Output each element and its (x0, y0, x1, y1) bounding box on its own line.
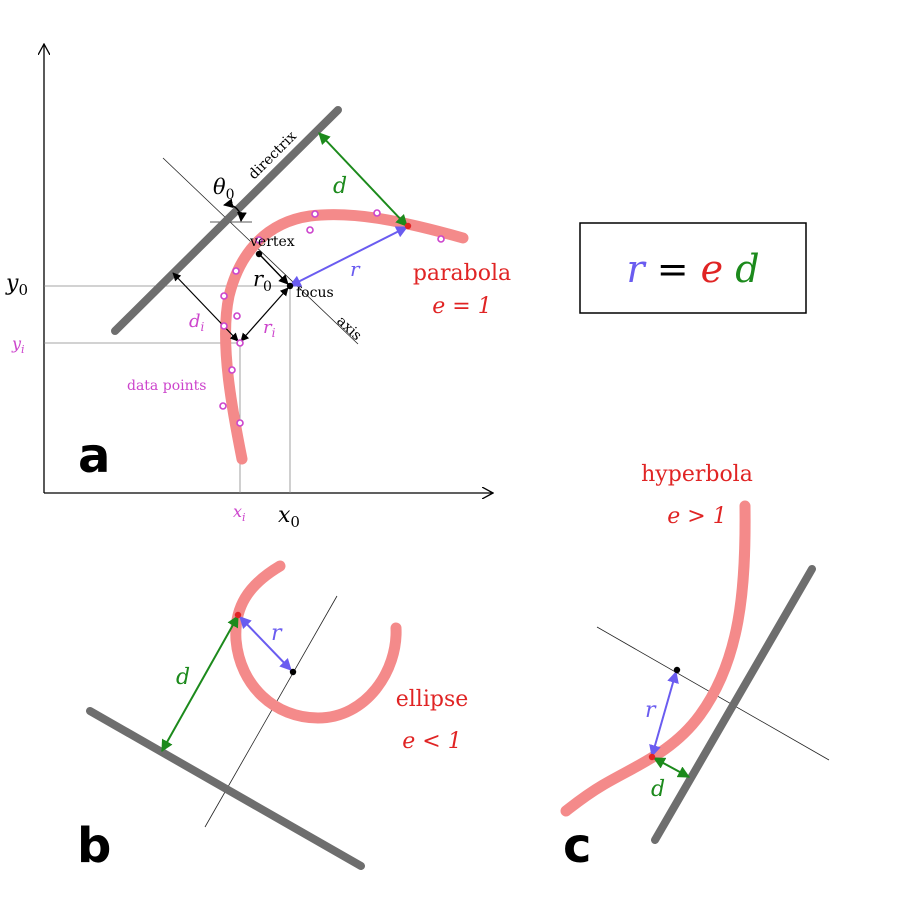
ri-arrow (240, 287, 289, 342)
panel-label-a: a (78, 428, 110, 484)
parabola-eccentricity: e = 1 (432, 294, 491, 319)
data-point (236, 339, 244, 347)
ellipse-label: ellipse (396, 687, 469, 712)
panel-label-c: c (563, 818, 591, 874)
data-point (437, 235, 445, 243)
ellipse-d-arrow (161, 614, 239, 753)
yi-label: yi (11, 334, 25, 356)
xi-label: xi (233, 502, 246, 524)
data-point (220, 322, 228, 330)
curve-point (404, 222, 412, 230)
focus-label: focus (296, 285, 334, 301)
data-point (228, 366, 236, 374)
hyperbola-d-arrow (652, 757, 691, 778)
r0-arrow (260, 255, 289, 285)
di-label: di (189, 311, 205, 334)
focus-point (286, 282, 294, 290)
formula-frame (579, 222, 807, 314)
vertex-point (255, 250, 263, 258)
ellipse-d-label: d (176, 665, 190, 690)
hyperbola-eccentricity: e > 1 (667, 504, 726, 529)
ellipse-focus (289, 668, 297, 676)
ri-label: ri (263, 317, 276, 340)
ellipse-eccentricity: e < 1 (402, 729, 461, 754)
data-point (219, 402, 227, 410)
hyperbola-label: hyperbola (641, 462, 753, 487)
hyperbola-focus (673, 666, 681, 674)
panel-a: a x0 y0 xi yi θ0 directrix vertex focus … (5, 44, 511, 531)
symmetry-axis (162, 157, 359, 345)
panel-label-b: b (77, 818, 111, 874)
formula-box: r = e d (579, 222, 807, 314)
r-label: r (350, 257, 361, 281)
data-point (233, 312, 241, 320)
ellipse-curve-point (234, 611, 242, 619)
data-point (236, 419, 244, 427)
ellipse-r-arrow (239, 616, 292, 671)
data-point (232, 267, 240, 275)
r0-label: r0 (253, 267, 272, 295)
hyperbola-d-label: d (651, 777, 665, 802)
theta0-label: θ0 (213, 175, 235, 203)
data-point (311, 210, 319, 218)
hyperbola-r-label: r (645, 698, 657, 723)
panel-b: r d ellipse e < 1 b (77, 560, 469, 874)
data-point (220, 292, 228, 300)
panel-c: r d hyperbola e > 1 c (560, 462, 830, 874)
ellipse-directrix (86, 707, 365, 870)
data-points-label: data points (127, 378, 206, 394)
di-arrow (172, 272, 239, 342)
data-point (255, 236, 263, 244)
y0-label: y0 (5, 271, 28, 299)
formula-text: r = e d (626, 247, 759, 291)
x0-label: x0 (278, 503, 300, 531)
d-label: d (333, 174, 347, 199)
hyperbola-r-arrow (649, 670, 679, 758)
theta-arc (223, 198, 247, 222)
data-points (219, 209, 445, 427)
vertex-label: vertex (249, 234, 295, 250)
ellipse-r-label: r (271, 621, 283, 646)
hyperbola-curve (560, 500, 751, 817)
data-point (306, 226, 314, 234)
ellipse-curve (230, 560, 402, 724)
parabola-label: parabola (413, 261, 511, 286)
axis-label: axis (333, 313, 364, 344)
hyperbola-curve-point (648, 753, 656, 761)
data-point (373, 209, 381, 217)
r-arrow (288, 226, 409, 287)
hyperbola-directrix (651, 565, 816, 844)
d-arrow (318, 132, 408, 227)
